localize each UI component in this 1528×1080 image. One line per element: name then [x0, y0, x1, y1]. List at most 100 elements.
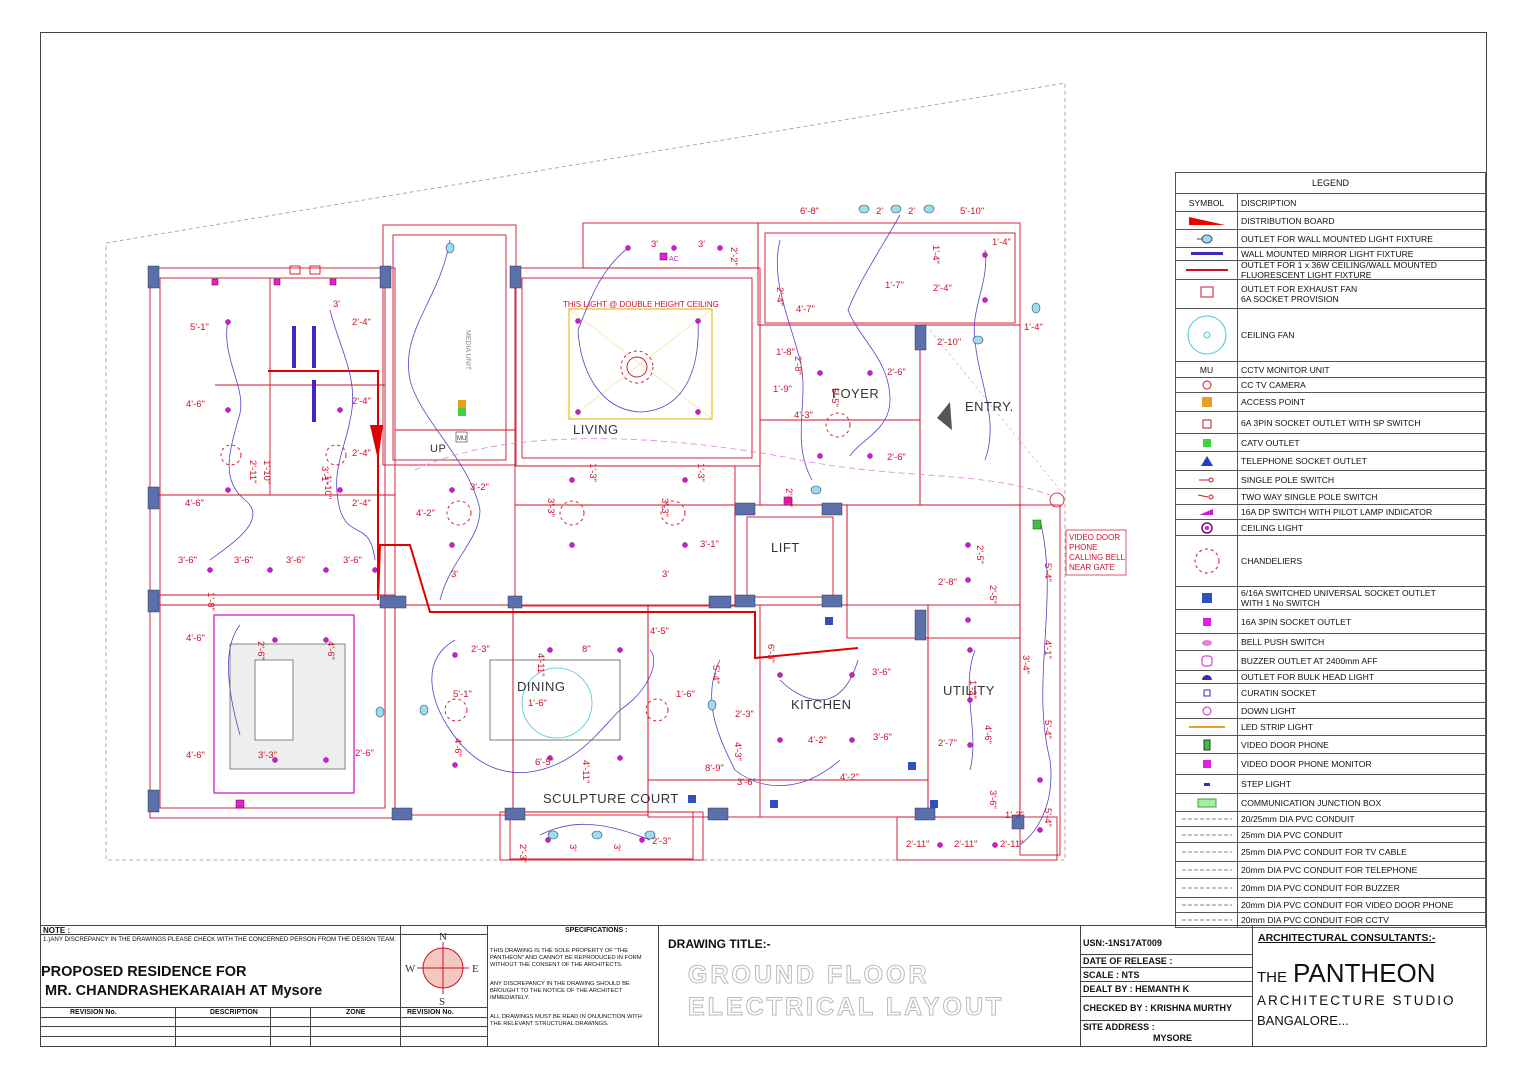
dimension-label: 3'-3": [545, 498, 556, 517]
drawing-title-label: DRAWING TITLE:-: [668, 937, 771, 951]
video-door-phone-icon: [1176, 736, 1238, 753]
dimension-label: 1'-9": [773, 384, 792, 395]
legend-row: 20mm DIA PVC CONDUIT FOR BUZZER: [1176, 879, 1485, 898]
conduit-icon: [1176, 812, 1238, 826]
mirror-light-icon: [1176, 248, 1238, 260]
dimension-label: 3': [651, 239, 658, 250]
dimension-label: 1'-3": [1005, 810, 1024, 821]
stair-up-label: UP: [430, 443, 446, 455]
dimension-label: 2'-6": [887, 367, 906, 378]
legend-row: BELL PUSH SWITCH: [1176, 634, 1485, 651]
bell-push-icon: [1176, 634, 1238, 650]
down-light-icon: [1176, 703, 1238, 718]
legend-desc: 16A 3PIN SOCKET OUTLET: [1241, 616, 1352, 627]
universal-socket-icon: [908, 762, 916, 770]
ceiling-light-icon: [1176, 520, 1238, 535]
dimension-label: 1'-6": [528, 698, 547, 709]
legend-row: CC TV CAMERA: [1176, 378, 1485, 393]
media-unit-label: MEDIA UNIT: [464, 330, 471, 371]
dimension-label: 2'-4": [352, 396, 371, 407]
legend-row: 6/16A SWITCHED UNIVERSAL SOCKET OUTLET W…: [1176, 587, 1485, 610]
dimension-label: 2'-3": [471, 644, 490, 655]
dimension-label: 3'-6": [343, 555, 362, 566]
legend-row: WALL MOUNTED MIRROR LIGHT FIXTURE: [1176, 248, 1485, 261]
dimension-label: 1'-7": [885, 280, 904, 291]
dimension-label: 2'-8": [783, 488, 794, 507]
legend-row: CATV OUTLET: [1176, 434, 1485, 452]
description-header: DESCRIPTION: [210, 1009, 258, 1016]
conduit-icon: [1176, 879, 1238, 897]
access-point-icon: [1176, 393, 1238, 411]
room-label-entry: ENTRY.: [965, 399, 1014, 414]
dimension-label: 6'-5": [535, 757, 554, 768]
dimension-label: 4'-5": [650, 626, 669, 637]
dimension-label: 1'-10": [261, 460, 272, 484]
video-door-phone-icon: [1032, 519, 1042, 530]
spec-text-2: ANY DISCREPANCY IN THE DRAWING SHOULD BE…: [490, 981, 630, 1001]
legend-desc: DOWN LIGHT: [1241, 705, 1296, 716]
note-text: 1.)ANY DISCREPANCY IN THE DRAWINGS PLEAS…: [43, 936, 397, 943]
spec-text-3: ALL DRAWINGS MUST BE READ IN ONJUNCTION …: [490, 1014, 642, 1027]
buzzer-icon: [1176, 651, 1238, 670]
dimension-label: 8": [582, 644, 591, 655]
mirror-light-icons: [292, 326, 316, 422]
legend-desc: TELEPHONE SOCKET OUTLET: [1241, 456, 1367, 466]
date-of-release: DATE OF RELEASE :: [1083, 956, 1173, 966]
checked-by: CHECKED BY : KRISHNA MURTHY: [1083, 1003, 1233, 1013]
dimension-label: 4'-6": [186, 750, 205, 761]
legend-desc: CHANDELIERS: [1241, 556, 1303, 566]
legend-desc: CC TV CAMERA: [1241, 380, 1306, 390]
universal-socket-icon: [770, 800, 778, 808]
legend-row: 25mm DIA PVC CONDUIT: [1176, 827, 1485, 843]
dimension-label: 2'-4": [352, 498, 371, 509]
socket-icons: [211, 252, 793, 809]
cctv-camera-icon: [1176, 378, 1238, 392]
video-door-note-box: [1065, 529, 1127, 576]
dimension-label: 3'-6": [872, 667, 891, 678]
dimension-label: 2'-11": [906, 839, 930, 850]
dimension-label: 4'-6": [982, 725, 993, 744]
dimension-label: 1'-4": [930, 245, 941, 264]
room-label-sculpture-court: SCULPTURE COURT: [543, 791, 679, 806]
dimension-label: 3'-6": [234, 555, 253, 566]
legend-desc: OUTLET FOR 1 x 36W CEILING/WALL MOUNTED …: [1241, 260, 1437, 280]
legend-desc: CEILING FAN: [1241, 330, 1295, 340]
compass-w: W: [405, 963, 416, 975]
dimension-label: 4'-6": [186, 399, 205, 410]
site-address-label: SITE ADDRESS :: [1083, 1022, 1155, 1032]
conduit-icon: [1176, 913, 1238, 927]
legend-row: SINGLE POLE SWITCH: [1176, 471, 1485, 489]
legend-row: TWO WAY SINGLE POLE SWITCH: [1176, 489, 1485, 505]
scale: SCALE : NTS: [1083, 970, 1140, 980]
dimension-label: 3'-3": [258, 750, 277, 761]
distribution-board-icon: [1176, 212, 1238, 229]
dimension-label: 2'-6": [355, 748, 374, 759]
legend-row: DOWN LIGHT: [1176, 703, 1485, 719]
firm-city: BANGALORE...: [1257, 1013, 1349, 1028]
dimension-label: 1'-10": [322, 475, 333, 499]
universal-socket-icon: [930, 800, 938, 808]
dimension-label: 5'-5": [829, 388, 840, 407]
dimension-label: 2'-6": [887, 452, 906, 463]
room-label-kitchen: KITCHEN: [791, 697, 852, 712]
legend-desc: 6/16A SWITCHED UNIVERSAL SOCKET OUTLET W…: [1241, 588, 1436, 608]
dimension-label: 4'-2": [416, 508, 435, 519]
bedroom-conduit: [213, 614, 355, 794]
legend-desc: CEILING LIGHT: [1241, 522, 1304, 533]
dimension-label: 3'-6": [286, 555, 305, 566]
dimension-label: 5'-1": [453, 689, 472, 700]
dimension-label: 2'-4": [352, 317, 371, 328]
legend-row: TELEPHONE SOCKET OUTLET: [1176, 452, 1485, 471]
firm-the: THE: [1257, 969, 1287, 986]
dimension-label: 1'-3": [695, 463, 706, 482]
dimension-label: 3'-2": [470, 482, 489, 493]
consultants-label: ARCHITECTURAL CONSULTANTS:-: [1258, 932, 1436, 944]
dimension-label: 2': [876, 206, 883, 217]
legend-header-description: DISCRIPTION: [1241, 197, 1297, 208]
dimension-label: 1'-8": [776, 347, 795, 358]
dimension-label: 2'-8": [938, 577, 957, 588]
compass-e: E: [472, 963, 479, 975]
dimension-label: 3': [567, 844, 578, 851]
legend-desc: WALL MOUNTED MIRROR LIGHT FIXTURE: [1241, 249, 1414, 259]
legend-row: STEP LIGHT: [1176, 775, 1485, 794]
